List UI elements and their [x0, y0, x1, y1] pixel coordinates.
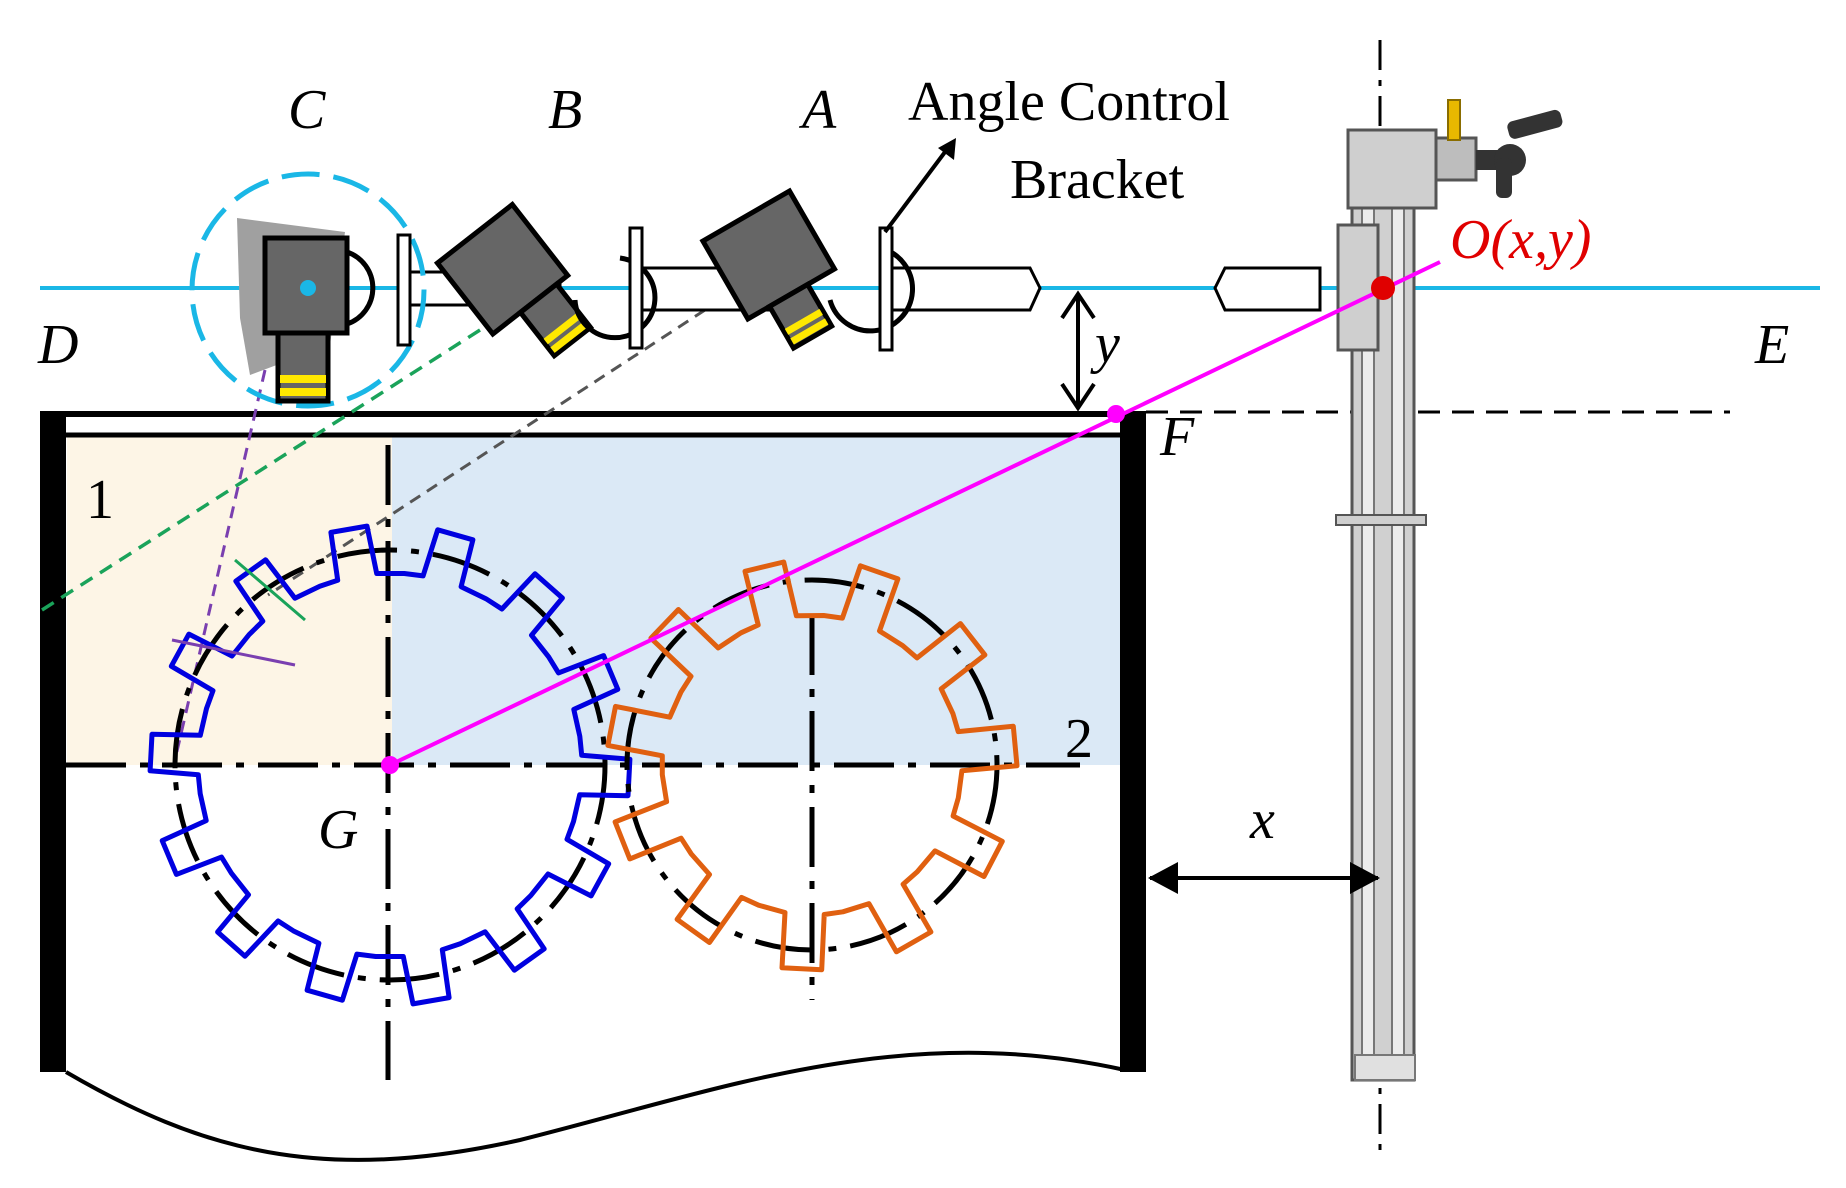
point-f-dot — [1107, 405, 1125, 423]
label-point-f: F — [1159, 406, 1195, 468]
stage-rail-inner-right — [1391, 204, 1405, 1076]
camera-c-mount-plate — [396, 233, 412, 347]
label-camera-b: B — [548, 79, 582, 141]
camera-b-mount-plate — [628, 226, 644, 350]
camera-c — [189, 171, 427, 409]
label-bracket-line2: Bracket — [1010, 149, 1185, 211]
label-camera-a: A — [798, 79, 837, 141]
gearbox-housing — [40, 411, 1146, 1162]
rod-segment-3 — [890, 266, 1042, 312]
linear-stage — [1335, 99, 1563, 1082]
stage-motor — [1434, 136, 1478, 182]
label-dimension-x: x — [1249, 789, 1275, 851]
camera-a-view-line — [267, 308, 706, 597]
camera-b-lens-band-1 — [543, 312, 581, 345]
orange-gear — [605, 559, 1020, 973]
label-dimension-y: y — [1090, 313, 1120, 375]
point-g-dot — [381, 756, 399, 774]
label-point-e: E — [1754, 314, 1789, 376]
camera-c-center-dot — [300, 280, 316, 296]
camera-a — [699, 187, 915, 352]
camera-a-lens — [766, 281, 836, 352]
label-camera-c: C — [288, 79, 326, 141]
label-point-d: D — [37, 314, 78, 376]
camera-b — [433, 201, 658, 360]
camera-a-mount-plate — [878, 226, 894, 352]
camera-a-lens-band-1 — [784, 308, 823, 335]
label-bracket-line1: Angle Control — [908, 71, 1230, 133]
rod-segment-4 — [1213, 266, 1322, 312]
orange-gear-pitch-circle — [624, 577, 1000, 953]
housing-break-line — [64, 1050, 1126, 1162]
dimension-x — [1148, 862, 1380, 894]
point-o-dot — [1371, 276, 1395, 300]
camera-c-rotation-circle — [189, 171, 427, 409]
housing-right-wall — [1120, 412, 1146, 1072]
blue-gear-outline — [147, 523, 633, 1007]
camera-b-lens-band-2 — [550, 321, 588, 353]
camera-c-bracket — [346, 249, 376, 327]
camera-b-measure-mark — [234, 558, 306, 622]
dimension-y — [1060, 290, 1096, 412]
orange-gear-outline — [605, 559, 1020, 973]
blue-gear — [147, 523, 633, 1007]
region-2 — [392, 435, 1120, 765]
camera-c-measure-mark — [171, 638, 296, 667]
label-region-2: 2 — [1065, 708, 1093, 770]
blue-gear-pitch-circle — [172, 547, 608, 983]
stage-top-block — [1346, 128, 1438, 210]
sight-line-g-to-o — [389, 260, 1441, 767]
camera-c-lens-band-2 — [280, 388, 326, 396]
region-1 — [67, 435, 392, 765]
stage-motor-pin — [1447, 99, 1461, 141]
stage-bottom-cap — [1354, 1054, 1416, 1081]
bracket-pointer-arrow — [883, 138, 956, 234]
housing-left-wall — [40, 412, 66, 1072]
label-point-g: G — [318, 799, 358, 861]
label-point-o: O(x,y) — [1450, 209, 1591, 271]
label-region-1: 1 — [86, 469, 114, 531]
camera-c-lens-band-1 — [280, 375, 326, 383]
stage-clamp-plate — [1335, 514, 1427, 526]
camera-a-bracket — [827, 245, 915, 334]
camera-c-view-line — [173, 369, 267, 761]
camera-a-lens-band-2 — [790, 318, 829, 345]
camera-b-view-line — [41, 328, 481, 612]
stage-knob-icon — [1476, 109, 1563, 198]
